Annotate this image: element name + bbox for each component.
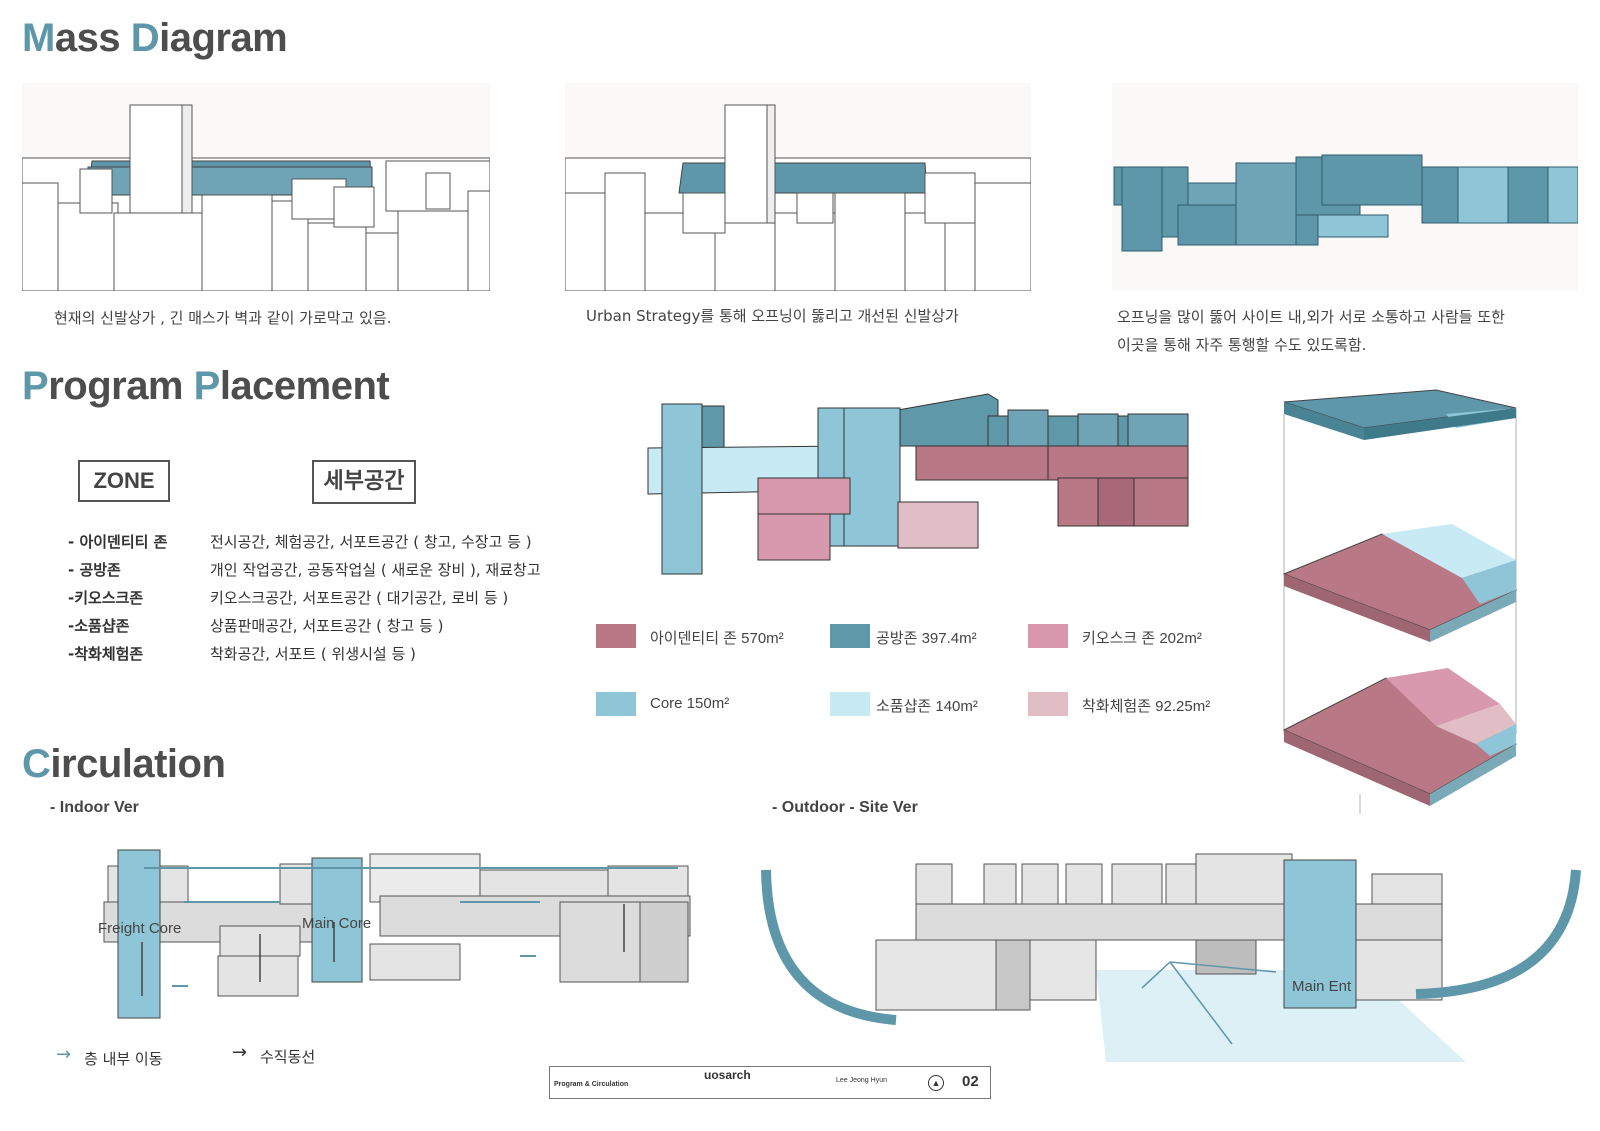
zone-header: ZONE (78, 460, 170, 502)
openings-mass-drawing (1113, 154, 1578, 252)
north-arrow-icon: ▲ (928, 1075, 944, 1091)
legend-shop-zone: 소품샵존 140m² (830, 692, 1010, 716)
zone-name-kiosk: -키오스크존 (68, 589, 144, 607)
legend-label: Core 150m² (650, 695, 730, 712)
arrow-right-icon: → (232, 1042, 248, 1063)
legend-label: 공방존 397.4m² (876, 630, 977, 647)
zone-desc-workshop: 개인 작업공간, 공동작업실 ( 새로운 장비 ), 재료창고 (210, 561, 541, 579)
exploded-floor-plates (1282, 389, 1518, 814)
legend-fitting-zone: 착화체험존 92.25m² (1028, 692, 1228, 716)
program-placement-title: Program Placement (22, 364, 390, 408)
legend-label: 아이덴티티 존 570m² (650, 630, 784, 647)
arrow-right-icon: → (56, 1044, 72, 1065)
zone-name-workshop: - 공방존 (68, 561, 121, 579)
legend-swatch (596, 624, 636, 648)
legend-label: 착화체험존 92.25m² (1082, 698, 1211, 715)
main-core-label: Main Core (302, 915, 372, 932)
legend-swatch (1028, 624, 1068, 648)
legend-swatch (596, 692, 636, 716)
main-ent-label: Main Ent (1292, 978, 1352, 995)
legend-vertical: → 수직동선 (232, 1042, 352, 1066)
mass-caption-strategy: Urban Strategy를 통해 오프닝이 뚫리고 개선된 신발상가 (586, 307, 959, 325)
zone-name-fitting: -착화체험존 (68, 645, 144, 663)
detail-header: 세부공간 (312, 460, 416, 504)
mass-caption-existing: 현재의 신발상가 , 긴 매스가 벽과 같이 가로막고 있음. (54, 309, 392, 327)
zone-desc-identity: 전시공간, 체험공간, 서포트공간 ( 창고, 수장고 등 ) (210, 533, 532, 551)
legend-swatch (1028, 692, 1068, 716)
title-block-name: Lee Jeong Hyun (836, 1077, 887, 1084)
circulation-title: Circulation (22, 742, 226, 786)
freight-core-label: Freight Core (98, 920, 182, 937)
mass-panel-openings (1112, 83, 1578, 291)
zone-desc-kiosk: 키오스크공간, 서포트공간 ( 대기공간, 로비 등 ) (210, 589, 509, 607)
title-block-logo: uosarch (704, 1068, 751, 1082)
zone-name-identity: - 아이덴티티 존 (68, 533, 168, 551)
legend-swatch (830, 692, 870, 716)
strategy-mass-drawing (565, 104, 1031, 291)
sheet-number: 02 (962, 1073, 979, 1090)
outdoor-circulation-diagram (761, 853, 1581, 1062)
existing-mass-drawing (22, 104, 490, 291)
zone-desc-fitting: 착화공간, 서포트 ( 위생시설 등 ) (210, 645, 416, 663)
mass-caption-openings-2: 이곳을 통해 자주 통행할 수도 있도록함. (1117, 336, 1367, 354)
legend-core: Core 150m² (596, 692, 776, 716)
title-block-drawing-title: Program & Circulation (554, 1081, 629, 1088)
mass-panel-strategy (565, 83, 1031, 291)
indoor-ver-title: - Indoor Ver (50, 799, 139, 816)
program-massing-diagram (647, 393, 1189, 575)
zone-desc-shop: 상품판매공간, 서포트공간 ( 창고 등 ) (210, 617, 444, 635)
legend-identity-zone: 아이덴티티 존 570m² (596, 624, 806, 648)
zone-name-shop: -소품샵존 (68, 617, 130, 635)
legend-workshop-zone: 공방존 397.4m² (830, 624, 1010, 648)
legend-floor-move: → 층 내부 이동 (56, 1044, 196, 1068)
mass-diagram-title: Mass Diagram (22, 16, 288, 60)
legend-label: 소품샵존 140m² (876, 698, 978, 715)
title-block: Program & Circulation uosarch Lee Jeong … (549, 1066, 991, 1099)
legend-swatch (830, 624, 870, 648)
outdoor-ver-title: - Outdoor - Site Ver (772, 799, 918, 816)
mass-panel-existing (22, 83, 490, 291)
legend-label: 키오스크 존 202m² (1082, 630, 1202, 647)
legend-kiosk-zone: 키오스크 존 202m² (1028, 624, 1228, 648)
legend-vertical-label: 수직동선 (260, 1048, 316, 1066)
legend-floor-move-label: 층 내부 이동 (84, 1050, 163, 1068)
mass-caption-openings-1: 오프닝을 많이 뚫어 사이트 내,외가 서로 소통하고 사람들 또한 (1117, 308, 1505, 326)
indoor-circulation-diagram (103, 849, 691, 1019)
